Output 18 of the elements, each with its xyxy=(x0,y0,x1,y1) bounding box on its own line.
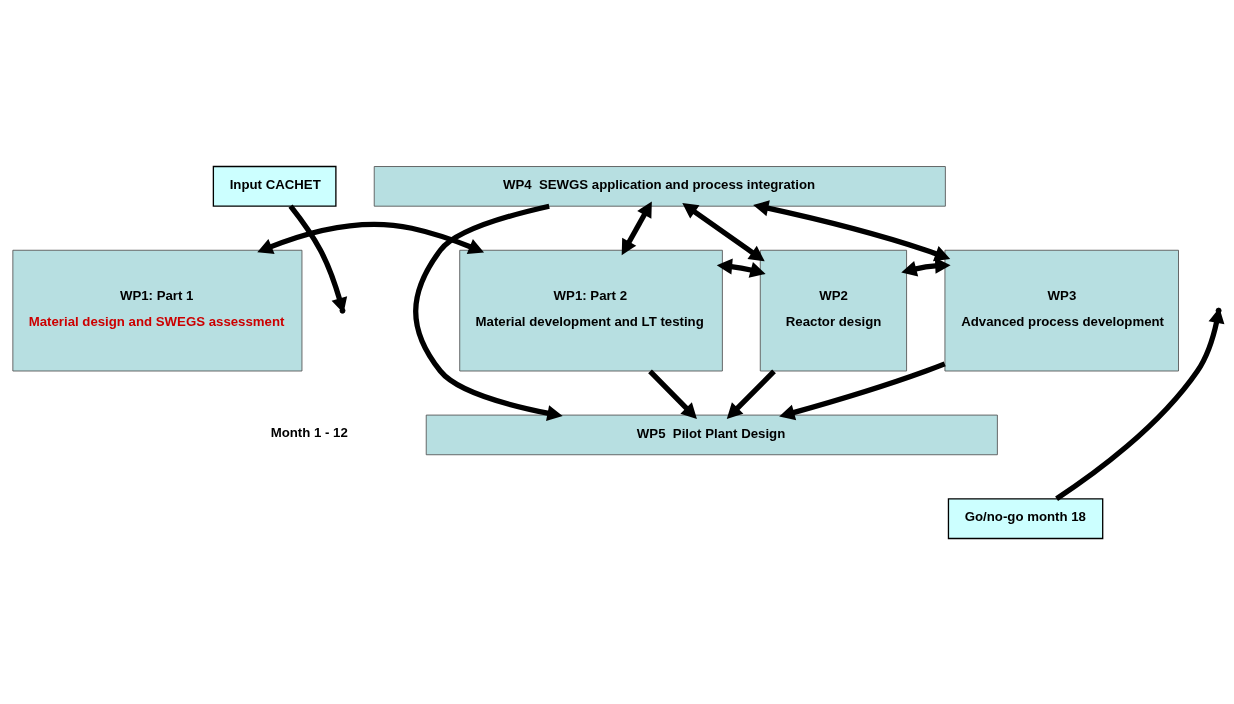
node-box: Go/no-go month 18 xyxy=(947,497,1104,539)
arrow xyxy=(726,368,776,419)
node-box: WP3 Advanced process development xyxy=(944,249,1179,371)
arrow xyxy=(682,202,765,261)
node-box: WP5 Pilot Plant Design xyxy=(425,414,998,455)
node-box: WP4 SEWGS application and process integration xyxy=(373,165,946,207)
arrow xyxy=(257,221,485,254)
node-box: Input CACHET xyxy=(212,165,337,207)
arrow xyxy=(901,257,951,277)
arrow xyxy=(648,368,697,419)
label: Month 1 - 12 xyxy=(270,424,348,440)
node-box: WP2 Reactor design xyxy=(759,249,908,371)
arrow xyxy=(716,257,766,278)
node-box: WP1: Part 1 Material design and SWEGS assessment xyxy=(12,249,303,371)
node-box: WP1: Part 2 Material development and LT testing xyxy=(459,249,723,371)
arrow xyxy=(621,200,652,255)
arrow xyxy=(779,360,946,420)
arrow xyxy=(753,199,951,261)
